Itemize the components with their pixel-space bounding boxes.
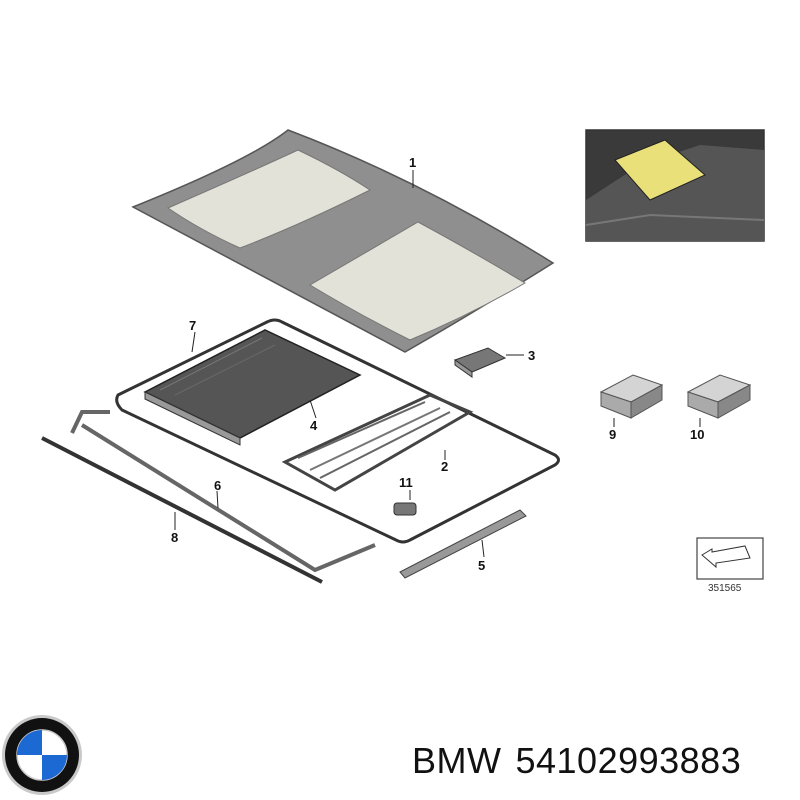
mechanism-frame	[281, 393, 474, 492]
callout-10: 10	[690, 427, 704, 442]
footer-part-label: BMW 54102993883	[412, 740, 755, 782]
callout-7: 7	[189, 318, 196, 333]
rail-part	[399, 509, 527, 579]
box-part-9	[599, 374, 664, 419]
callout-2: 2	[441, 459, 448, 474]
callout-4: 4	[310, 418, 318, 433]
callout-5: 5	[478, 558, 485, 573]
module-part	[453, 347, 507, 378]
callout-6: 6	[214, 478, 221, 493]
seal-strip	[41, 436, 323, 584]
reference-box	[696, 537, 764, 580]
vehicle-inset-photo	[585, 129, 765, 242]
reference-number: 351565	[708, 583, 742, 594]
footer-part-number: 54102993883	[515, 740, 742, 781]
frame-seal	[115, 318, 560, 544]
callout-9: 9	[609, 427, 616, 442]
callout-8: 8	[171, 530, 178, 545]
box-part-10	[686, 374, 752, 419]
sunshade	[143, 329, 362, 446]
leader-lines	[174, 170, 701, 558]
callout-11: 11	[399, 475, 413, 490]
glass-roof-panel	[131, 129, 555, 353]
callout-1: 1	[409, 155, 416, 170]
clip-part	[393, 502, 417, 516]
callout-3: 3	[528, 348, 535, 363]
footer-brand: BMW	[412, 740, 502, 781]
bmw-logo	[2, 715, 82, 795]
guide-part	[70, 410, 376, 573]
